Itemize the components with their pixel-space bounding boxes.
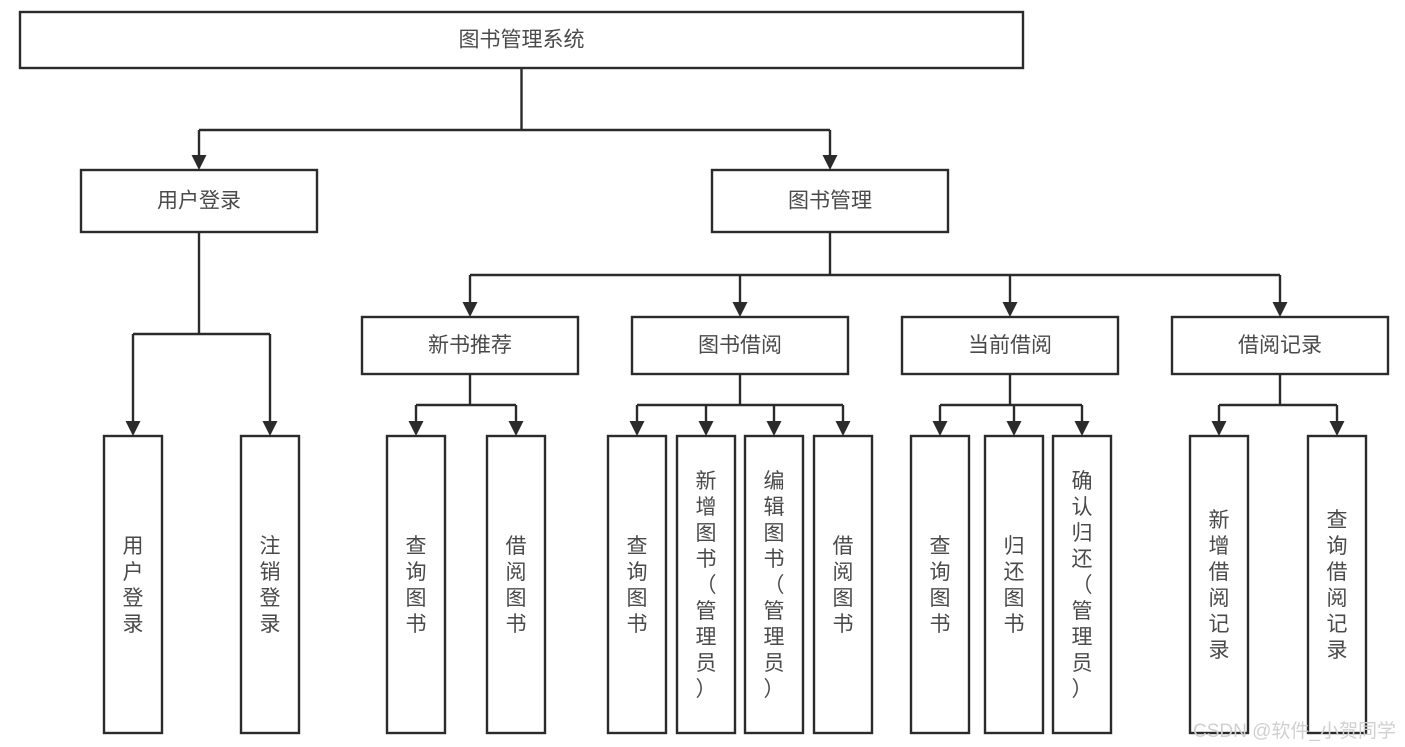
arrow-head-icon [1002, 302, 1018, 317]
node-label: 用户登录 [157, 190, 241, 213]
node-layer: 图书管理系统用户登录图书管理新书推荐图书借阅当前借阅借阅记录用户登录注销登录查询… [18, 10, 1390, 735]
node-label: 借阅图书 [833, 535, 854, 636]
node-leaf-query-book-current[interactable]: 查询图书 [909, 434, 971, 735]
node-leaf-add-book-admin[interactable]: 新增图书（管理员） [675, 434, 737, 735]
node-user-login[interactable]: 用户登录 [79, 168, 319, 234]
node-label: 查询图书 [627, 535, 648, 636]
node-book-borrow[interactable]: 图书借阅 [630, 315, 850, 376]
node-root[interactable]: 图书管理系统 [18, 10, 1025, 70]
edge-root-to-level1 [191, 68, 838, 170]
node-label: 用户登录 [123, 535, 144, 636]
node-box [1188, 434, 1250, 735]
node-leaf-user-login[interactable]: 用户登录 [102, 434, 164, 735]
node-box [79, 168, 319, 234]
edge-record-to-leaves [1211, 374, 1345, 436]
node-label: 图书借阅 [698, 334, 782, 357]
edge-recommend-to-leaves [408, 374, 524, 436]
arrow-head-icon [1272, 302, 1288, 317]
arrow-head-icon [732, 302, 748, 317]
node-box [630, 315, 850, 376]
node-box [909, 434, 971, 735]
node-leaf-query-book-recommend[interactable]: 查询图书 [385, 434, 447, 735]
node-label: 编辑图书（管理员） [764, 470, 785, 701]
arrow-head-icon [1006, 421, 1022, 436]
node-leaf-confirm-return-admin[interactable]: 确认归还（管理员） [1051, 434, 1113, 735]
node-leaf-query-borrow-record[interactable]: 查询借阅记录 [1306, 434, 1368, 735]
node-leaf-borrow-book-recommend[interactable]: 借阅图书 [485, 434, 547, 735]
node-book-management[interactable]: 图书管理 [710, 168, 950, 234]
node-leaf-borrow-book[interactable]: 借阅图书 [812, 434, 874, 735]
arrow-head-icon [462, 302, 478, 317]
arrow-head-icon [125, 421, 141, 436]
node-box [1051, 434, 1113, 735]
arrow-head-icon [262, 421, 278, 436]
node-box [743, 434, 805, 735]
node-label: 查询图书 [930, 535, 951, 636]
watermark-label: CSDN @软件_小贺同学 [1193, 720, 1396, 742]
edge-borrow-to-leaves [629, 374, 851, 436]
node-box [239, 434, 301, 735]
node-box [606, 434, 668, 735]
node-label: 新增图书（管理员） [696, 470, 717, 701]
node-label: 归还图书 [1004, 535, 1025, 636]
connector-layer [125, 68, 1345, 436]
edge-userlogin-to-leaves [125, 232, 278, 436]
arrow-head-icon [822, 155, 838, 170]
arrow-head-icon [508, 421, 524, 436]
arrow-head-icon [191, 155, 207, 170]
node-label: 新书推荐 [428, 334, 512, 357]
node-box [360, 315, 580, 376]
node-leaf-add-borrow-record[interactable]: 新增借阅记录 [1188, 434, 1250, 735]
arrow-head-icon [698, 421, 714, 436]
node-label: 借阅图书 [506, 535, 527, 636]
arrow-head-icon [629, 421, 645, 436]
node-label: 查询借阅记录 [1327, 509, 1348, 662]
node-box [983, 434, 1045, 735]
node-box [385, 434, 447, 735]
node-label: 查询图书 [406, 535, 427, 636]
node-box [102, 434, 164, 735]
arrow-head-icon [408, 421, 424, 436]
arrow-head-icon [1211, 421, 1227, 436]
node-label: 确认归还（管理员） [1072, 470, 1093, 701]
arrow-head-icon [835, 421, 851, 436]
node-leaf-query-book-borrow[interactable]: 查询图书 [606, 434, 668, 735]
node-borrow-record[interactable]: 借阅记录 [1170, 315, 1390, 376]
node-new-book-recommend[interactable]: 新书推荐 [360, 315, 580, 376]
node-box [1306, 434, 1368, 735]
arrow-head-icon [1074, 421, 1090, 436]
edge-current-to-leaves [932, 374, 1090, 436]
node-box [812, 434, 874, 735]
node-leaf-logout[interactable]: 注销登录 [239, 434, 301, 735]
edge-bookmgmt-to-level2 [462, 232, 1288, 317]
node-label: 图书管理系统 [459, 29, 585, 52]
arrow-head-icon [766, 421, 782, 436]
node-label: 注销登录 [260, 535, 281, 636]
node-box [900, 315, 1120, 376]
node-leaf-return-book[interactable]: 归还图书 [983, 434, 1045, 735]
node-box [18, 10, 1025, 70]
node-box [675, 434, 737, 735]
arrow-head-icon [1329, 421, 1345, 436]
node-box [1170, 315, 1390, 376]
node-box [710, 168, 950, 234]
node-label: 图书管理 [788, 190, 872, 213]
node-label: 当前借阅 [968, 334, 1052, 357]
node-current-borrow[interactable]: 当前借阅 [900, 315, 1120, 376]
node-label: 借阅记录 [1238, 334, 1322, 357]
arrow-head-icon [932, 421, 948, 436]
node-leaf-edit-book-admin[interactable]: 编辑图书（管理员） [743, 434, 805, 735]
node-box [485, 434, 547, 735]
node-label: 新增借阅记录 [1209, 509, 1230, 662]
